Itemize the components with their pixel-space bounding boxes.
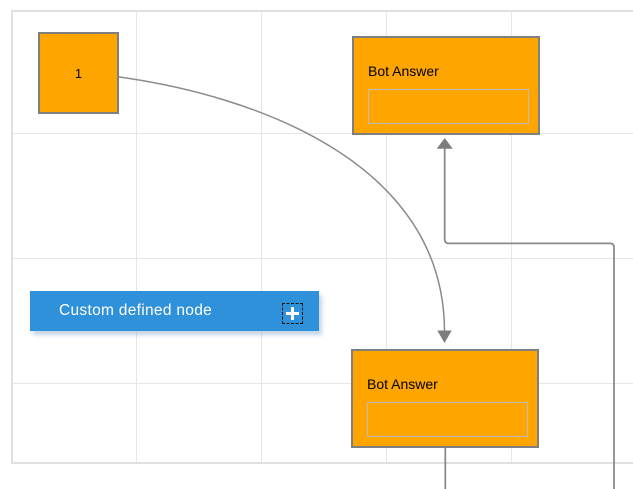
connector-orthogonal[interactable] — [443, 148, 615, 489]
add-port-button[interactable] — [282, 303, 303, 324]
node-bot-answer-top[interactable]: Bot Answer — [352, 36, 540, 135]
plus-icon — [283, 304, 302, 323]
node-custom-defined[interactable]: Custom defined node — [30, 291, 319, 331]
node-start-label: 1 — [74, 65, 83, 81]
connector-curve[interactable] — [118, 76, 446, 332]
node-title: Bot Answer — [368, 63, 439, 79]
arrowhead-down-icon — [437, 330, 452, 343]
node-start[interactable]: 1 — [38, 32, 119, 114]
node-custom-label: Custom defined node — [59, 302, 213, 319]
node-bot-answer-bottom[interactable]: Bot Answer — [351, 349, 539, 448]
answer-text-box[interactable] — [367, 402, 528, 437]
answer-text-box[interactable] — [368, 89, 529, 124]
arrowhead-up-icon — [436, 138, 453, 149]
node-title: Bot Answer — [367, 376, 438, 392]
